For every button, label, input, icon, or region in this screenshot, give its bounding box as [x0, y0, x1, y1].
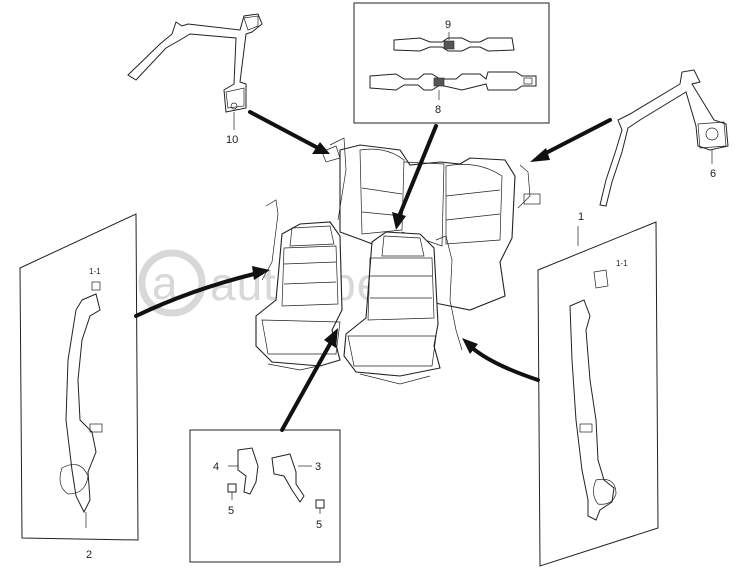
arrow-center-panel-to-seat — [392, 124, 438, 230]
part-5-bolt-left — [227, 483, 237, 500]
callout-1: 1 — [578, 211, 584, 223]
buckle-detail-panel: 9 8 — [353, 2, 550, 124]
callout-8: 8 — [435, 104, 441, 116]
arrow-10-to-rear-seat — [248, 110, 330, 154]
callout-5-right: 5 — [316, 519, 322, 531]
part-8-belt-with-buckle — [369, 71, 537, 100]
callout-4: 4 — [213, 461, 219, 473]
callout-10: 10 — [226, 134, 238, 146]
callout-9: 9 — [445, 19, 451, 31]
part-2-front-left-belt-panel — [19, 213, 139, 541]
callout-5-left: 5 — [228, 505, 234, 517]
callout-6: 6 — [710, 168, 716, 180]
part-5-bolt-right — [315, 499, 325, 514]
callout-1-1-left: 1-1 — [89, 267, 101, 276]
part-10-rear-left-retractor-belt — [127, 13, 263, 130]
arrow-right-panel-to-seat — [462, 338, 540, 382]
callout-1-1-right: 1-1 — [616, 259, 628, 268]
callout-3: 3 — [315, 461, 321, 473]
part-3-buckle — [271, 453, 312, 503]
part-9-center-belt — [393, 32, 515, 52]
arrow-bottom-panel-to-seat — [280, 328, 338, 432]
buckle-hardware-panel: 4 3 5 5 — [189, 429, 341, 563]
front-right-seat — [343, 231, 463, 385]
arrow-left-panel-to-seat — [134, 266, 270, 318]
part-4-buckle — [228, 447, 259, 495]
front-left-seat — [255, 199, 343, 371]
part-6-rear-right-retractor-belt — [599, 69, 729, 207]
callout-2: 2 — [86, 549, 92, 561]
part-1-front-right-belt-panel — [537, 221, 659, 567]
arrow-6-to-rear-seat — [530, 118, 612, 162]
